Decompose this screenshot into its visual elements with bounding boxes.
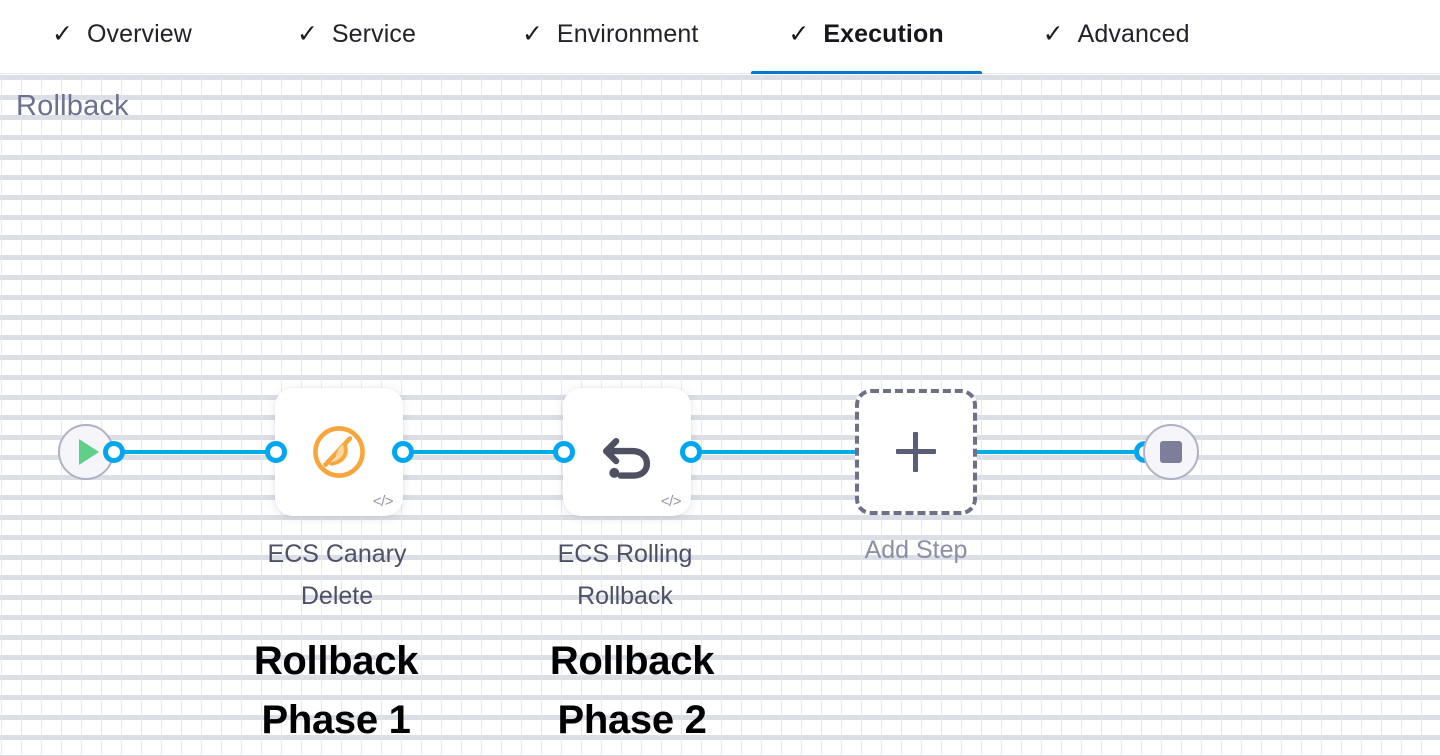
connector-dot-step2-out[interactable] <box>680 441 702 463</box>
connector-dot-step1-in[interactable] <box>265 441 287 463</box>
step-node-ecs-canary-delete[interactable]: </> <box>275 388 403 516</box>
connector-dot-start-out[interactable] <box>103 441 125 463</box>
connector-rail-start-to-step1 <box>112 450 280 454</box>
check-icon: ✓ <box>788 20 810 48</box>
step-label-line1: ECS Rolling <box>557 540 693 568</box>
add-step-button[interactable] <box>855 389 977 515</box>
annotation-line2: Phase 2 <box>557 698 707 742</box>
connector-rail-step2-to-addstep <box>688 450 868 454</box>
stop-icon <box>1160 441 1182 463</box>
tab-overview[interactable]: ✓ Overview <box>0 0 244 74</box>
step-label-line1: ECS Canary <box>267 540 407 568</box>
add-step-label: Add Step <box>864 536 968 564</box>
check-icon: ✓ <box>1042 20 1064 48</box>
tab-environment[interactable]: ✓ Environment <box>469 0 751 74</box>
tab-label: Service <box>331 20 416 48</box>
tab-label: Overview <box>86 20 192 48</box>
step-label-line2: Delete <box>300 582 374 610</box>
rollback-pipeline-graph: </> ECS Canary Delete Rollback Phase 1 <… <box>0 74 1440 756</box>
annotation-line1: Rollback <box>253 639 419 683</box>
plus-icon <box>896 432 936 472</box>
tab-label: Advanced <box>1077 20 1190 48</box>
check-icon: ✓ <box>52 20 73 48</box>
annotation-rollback-phase-1: Rollback Phase 1 <box>196 632 476 750</box>
ecs-canary-delete-icon <box>313 426 365 478</box>
annotation-line2: Phase 1 <box>261 698 411 742</box>
step-label-ecs-canary-delete: ECS Canary Delete <box>232 533 442 617</box>
step-label-line2: Rollback <box>577 582 673 610</box>
wizard-tab-bar: ✓ Overview ✓ Service ✓ Environment ✓ Exe… <box>0 0 1440 75</box>
check-icon: ✓ <box>521 20 543 48</box>
code-badge-icon[interactable]: </> <box>660 493 682 510</box>
check-icon: ✓ <box>296 20 318 48</box>
connector-rail-addstep-to-end <box>972 450 1152 454</box>
step-node-ecs-rolling-rollback[interactable]: </> <box>563 388 691 516</box>
tab-advanced[interactable]: ✓ Advanced <box>982 0 1251 74</box>
annotation-line1: Rollback <box>549 639 715 683</box>
step-label-ecs-rolling-rollback: ECS Rolling Rollback <box>520 533 730 617</box>
tab-label: Environment <box>556 20 699 48</box>
pipeline-canvas[interactable]: Rollback </> ECS Canary Delete <box>0 74 1440 756</box>
page-title: Rollback <box>16 90 129 122</box>
tab-execution[interactable]: ✓ Execution <box>751 0 983 75</box>
rollback-arrow-icon <box>602 437 651 479</box>
connector-rail-step1-to-step2 <box>400 450 570 454</box>
annotation-rollback-phase-2: Rollback Phase 2 <box>492 632 772 750</box>
play-icon <box>78 439 99 465</box>
tab-service[interactable]: ✓ Service <box>244 0 469 74</box>
tab-label: Execution <box>823 20 944 48</box>
connector-dot-step1-out[interactable] <box>392 441 414 463</box>
connector-dot-step2-in[interactable] <box>553 441 575 463</box>
code-badge-icon[interactable]: </> <box>372 493 394 510</box>
pipeline-end-node[interactable] <box>1143 424 1199 480</box>
